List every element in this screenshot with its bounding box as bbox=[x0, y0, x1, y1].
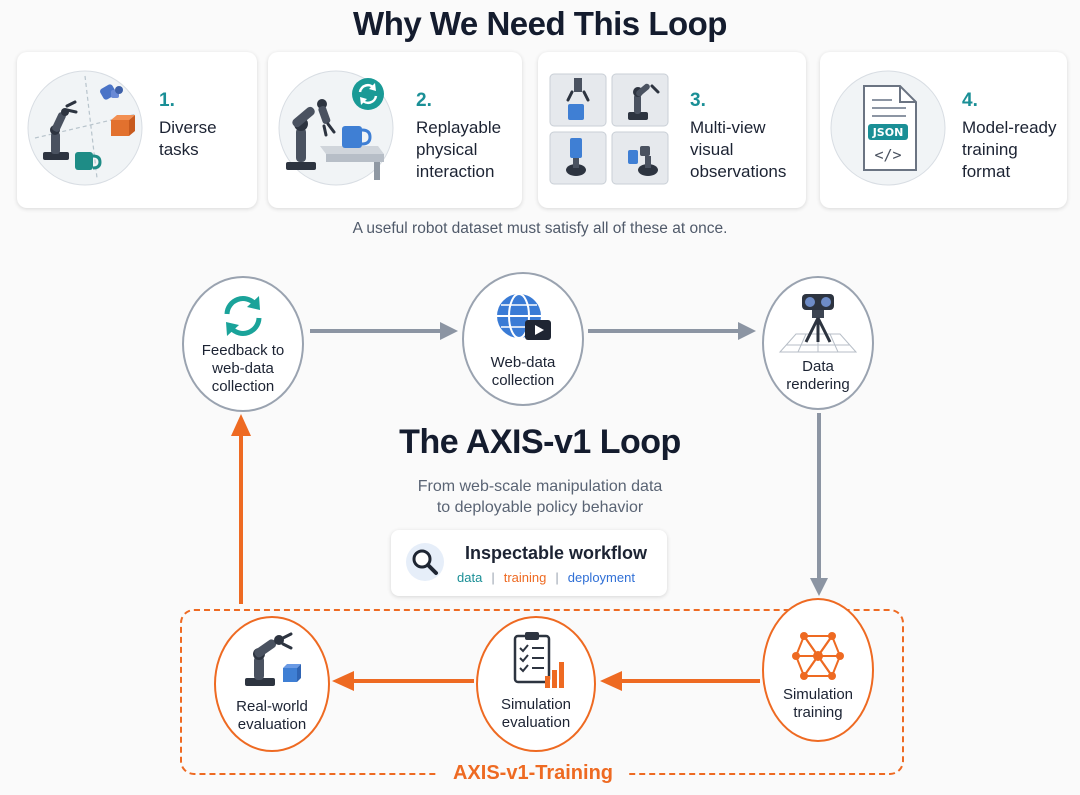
node-label: Data rendering bbox=[786, 358, 850, 393]
replayable-interaction-illustration bbox=[276, 66, 398, 190]
main-title: Why We Need This Loop bbox=[353, 5, 727, 42]
training-group-label: AXIS-v1-Training bbox=[438, 762, 628, 785]
node-webdata: Web-data collection bbox=[462, 272, 584, 406]
node-label: Simulation training bbox=[782, 686, 854, 721]
arrowhead bbox=[810, 578, 828, 596]
inspectable-workflow-card: Inspectable workflow data | training | deplo… bbox=[391, 530, 667, 596]
card-label: Replayable physical interaction bbox=[416, 118, 502, 181]
arrowhead bbox=[440, 322, 458, 340]
diverse-tasks-illustration bbox=[25, 66, 147, 190]
tag-deployment: deployment bbox=[567, 570, 635, 585]
arrowhead bbox=[600, 671, 622, 691]
card-label: Model-ready training format bbox=[962, 118, 1057, 181]
node-label: Feedback to web-data collection bbox=[201, 342, 285, 395]
globe-video-icon bbox=[497, 293, 551, 340]
card-label: Multi-view visual observations bbox=[690, 118, 787, 181]
json-badge: JSON bbox=[872, 126, 904, 139]
camera-tripod-icon bbox=[778, 294, 858, 353]
node-simeval: Simulation evaluation bbox=[476, 616, 596, 752]
card-number: 2. bbox=[416, 90, 432, 111]
card-label: Diverse tasks bbox=[159, 118, 217, 159]
requirements-caption: A useful robot dataset must satisfy all … bbox=[352, 220, 728, 237]
node-feedback: Feedback to web-data collection bbox=[182, 276, 304, 412]
tag-data: data bbox=[457, 570, 483, 585]
card-replayable-interaction: 2. Replayable physical interaction bbox=[268, 52, 522, 208]
tag-separator: | bbox=[555, 570, 559, 585]
checklist-chart-icon bbox=[513, 632, 564, 688]
card-number: 3. bbox=[690, 90, 706, 111]
neural-network-icon bbox=[792, 632, 844, 680]
tag-separator: | bbox=[491, 570, 495, 585]
loop-subtitle: From web-scale manipulation data to depl… bbox=[417, 478, 663, 516]
tag-training: training bbox=[503, 570, 547, 585]
node-label: Web-data collection bbox=[490, 354, 556, 389]
magnifier-icon bbox=[406, 543, 444, 581]
node-simtrain: Simulation training bbox=[762, 598, 874, 742]
refresh-icon bbox=[224, 296, 262, 336]
node-label: Real-world evaluation bbox=[236, 698, 308, 733]
arrowhead bbox=[231, 414, 251, 436]
workflow-title: Inspectable workflow bbox=[465, 543, 648, 563]
workflow-tags: data | training | deployment bbox=[457, 570, 635, 585]
loop-title: The AXIS-v1 Loop bbox=[399, 423, 681, 461]
multiview-illustration bbox=[548, 72, 674, 188]
arrowhead bbox=[332, 671, 354, 691]
card-number: 1. bbox=[159, 90, 175, 111]
card-diverse-tasks: 1. Diverse tasks bbox=[17, 52, 257, 208]
robot-arm-icon bbox=[245, 632, 301, 686]
code-glyph: </> bbox=[874, 146, 901, 164]
json-document-illustration: JSON </> bbox=[828, 66, 950, 190]
card-multiview-observations: 3. Multi-view visual observations bbox=[538, 52, 806, 208]
node-label: Simulation evaluation bbox=[500, 696, 572, 731]
node-realeval: Real-world evaluation bbox=[214, 616, 330, 752]
card-model-ready-format: JSON </> 4. Model-ready training format bbox=[820, 52, 1067, 208]
node-rendering: Data rendering bbox=[762, 276, 874, 410]
arrowhead bbox=[738, 322, 756, 340]
card-number: 4. bbox=[962, 90, 978, 111]
